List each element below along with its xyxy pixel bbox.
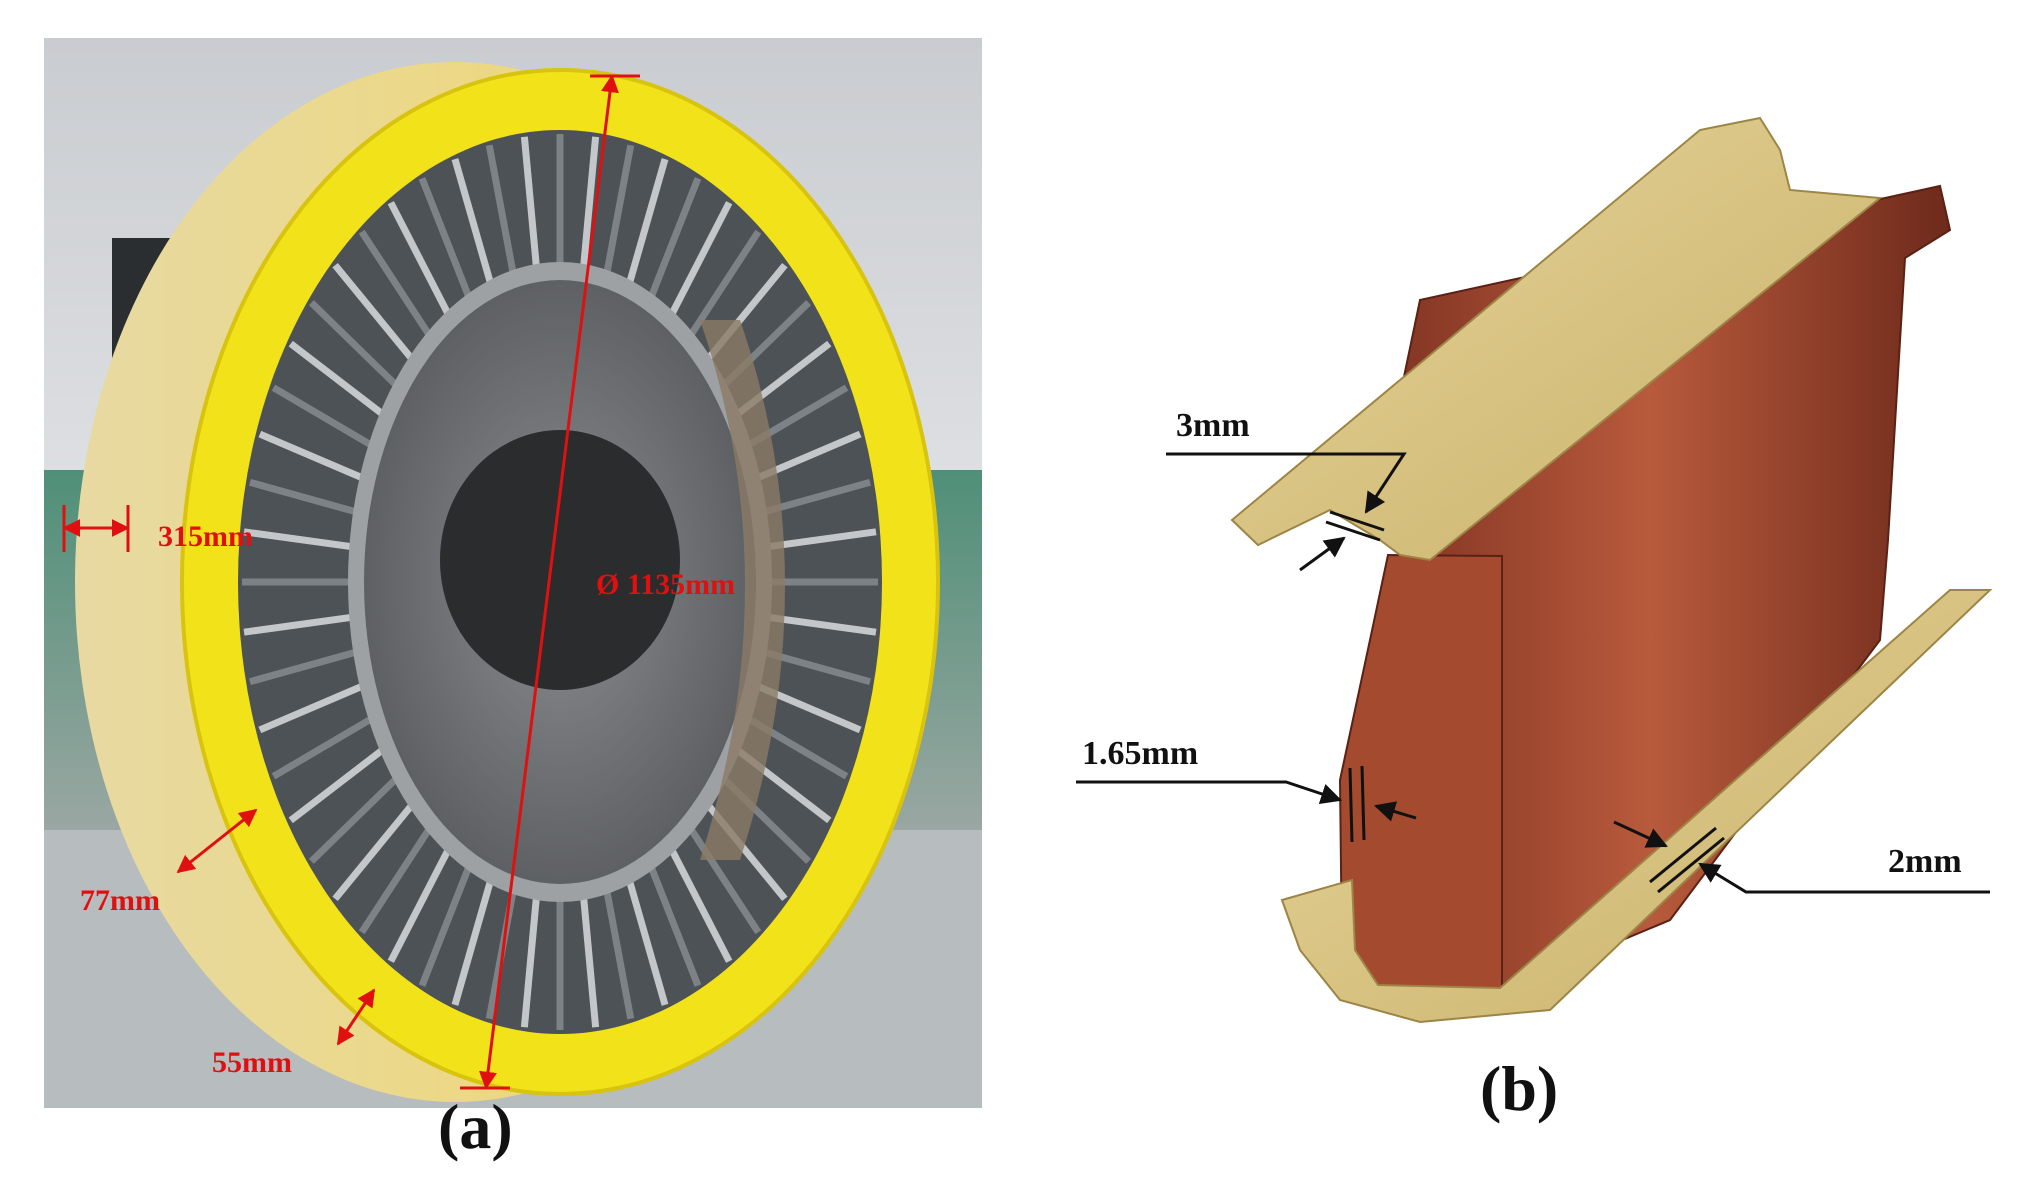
spoke xyxy=(243,613,357,636)
panel-b-annotations: 3mm 1.65mm 2mm xyxy=(1076,407,1990,894)
spoke xyxy=(332,262,418,366)
spoke xyxy=(271,384,378,451)
top-thickness-mark-2 xyxy=(1325,520,1381,542)
spoke xyxy=(308,300,403,392)
profile-bottom-flange xyxy=(1280,589,1993,1024)
spoke xyxy=(358,229,436,342)
spoke xyxy=(243,528,357,551)
spoke xyxy=(288,744,389,824)
width-label: 315mm xyxy=(158,520,253,553)
diameter-line xyxy=(479,74,619,1090)
tread-label: 77mm xyxy=(80,884,160,917)
top-thickness-leader xyxy=(1166,452,1407,514)
spoke xyxy=(249,478,362,517)
flange-thickness-mark-2 xyxy=(1657,836,1725,894)
flange-thickness-arrow xyxy=(1613,820,1668,848)
flange-thickness-mark-1 xyxy=(1649,826,1717,884)
diameter-label: Ø 1135mm xyxy=(596,568,735,601)
spoke xyxy=(358,822,436,935)
top-thickness-label: 3mm xyxy=(1176,407,1250,444)
spoke xyxy=(645,860,702,987)
panel-a-photo xyxy=(44,38,982,1108)
spoke xyxy=(665,201,733,322)
spoke xyxy=(249,647,362,686)
web-thickness-arrow xyxy=(1373,801,1417,822)
spoke xyxy=(645,177,702,304)
top-thickness-arrow xyxy=(1299,536,1346,572)
caption-a: (a) xyxy=(438,1091,513,1162)
web-thickness-mark-2 xyxy=(1360,765,1366,841)
spoke-line xyxy=(336,988,376,1046)
top-thickness-mark-1 xyxy=(1329,510,1385,532)
spoke xyxy=(332,798,418,902)
hub-inner-wall xyxy=(700,320,785,860)
spoke xyxy=(288,340,389,420)
spoke xyxy=(387,842,455,963)
profile-top-rail xyxy=(1230,116,1883,562)
spoke xyxy=(624,158,669,291)
spoke xyxy=(308,772,403,864)
spoke xyxy=(258,681,368,734)
flange-thickness-leader xyxy=(1698,862,1990,894)
profile-web-front xyxy=(1338,553,1503,1000)
caption-b: (b) xyxy=(1480,1053,1559,1124)
tread-line xyxy=(176,808,258,874)
spoke xyxy=(624,873,669,1006)
panel-a-annotations: Ø 1135mm 315mm 77mm 55mm xyxy=(62,74,735,1090)
spoke xyxy=(258,430,368,483)
web-thickness-leader xyxy=(1076,780,1342,804)
spoke xyxy=(271,713,378,780)
web-thickness-label: 1.65mm xyxy=(1082,735,1198,772)
spoke xyxy=(684,822,762,935)
spoke xyxy=(684,229,762,342)
spoke xyxy=(418,860,475,987)
web-thickness-mark-1 xyxy=(1348,767,1354,843)
spoke xyxy=(418,177,475,304)
panel-b-profile xyxy=(1230,116,1993,1024)
spoke-label: 55mm xyxy=(212,1046,292,1079)
flange-thickness-label: 2mm xyxy=(1888,843,1962,880)
hub-bore xyxy=(440,430,680,690)
spoke xyxy=(665,842,733,963)
spoke xyxy=(387,201,455,322)
